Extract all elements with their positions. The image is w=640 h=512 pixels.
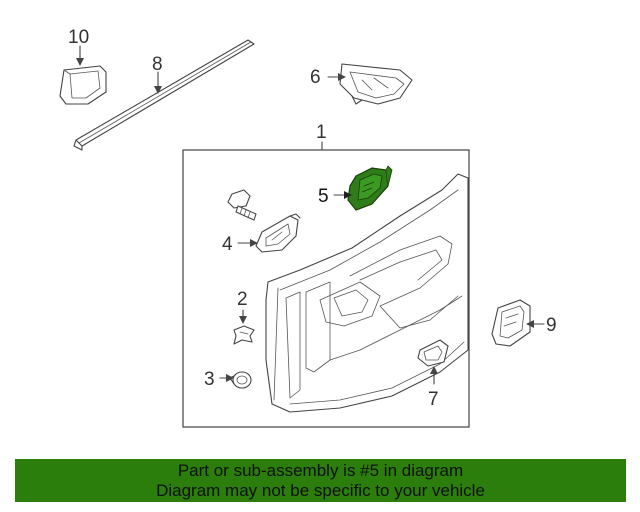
leader-10-arrow	[76, 58, 84, 66]
leader-7-arrow	[430, 366, 438, 374]
callout-2[interactable]: 2	[237, 289, 248, 310]
callout-1[interactable]: 1	[316, 122, 327, 143]
banner-line-1: Part or sub-assembly is #5 in diagram	[177, 461, 464, 480]
callout-5[interactable]: 5	[318, 186, 329, 207]
callout-10[interactable]: 10	[68, 27, 89, 48]
part-1-door-trim-panel[interactable]	[265, 173, 469, 413]
leader-2-arrow	[239, 316, 247, 324]
leader-4-arrow	[250, 239, 258, 247]
part-8-belt-moulding[interactable]	[73, 39, 255, 151]
door-trim-assembly-box	[182, 149, 470, 428]
part-4-inside-handle[interactable]	[255, 213, 301, 253]
part-6-mirror-garnish[interactable]	[339, 63, 413, 105]
part-2-clip[interactable]	[233, 325, 255, 345]
callout-3[interactable]: 3	[204, 369, 215, 390]
leader-6-arrow	[338, 73, 346, 81]
part-9-bracket[interactable]	[491, 299, 531, 347]
exploded-parts-diagram: 10 8 6 1	[59, 27, 557, 428]
callout-7[interactable]: 7	[428, 389, 439, 410]
leader-5-arrow	[344, 191, 352, 199]
part-10-corner-cover[interactable]	[59, 65, 107, 105]
info-banner: Part or sub-assembly is #5 in diagram Di…	[15, 459, 626, 502]
part-3-fastener[interactable]	[229, 371, 252, 389]
callout-9[interactable]: 9	[546, 315, 557, 336]
callout-6[interactable]: 6	[310, 67, 321, 88]
part-5-power-window-switch-bezel[interactable]	[347, 165, 393, 211]
leader-8-arrow	[154, 86, 162, 94]
part-7-speaker-garnish[interactable]	[417, 339, 449, 367]
banner-line-2: Diagram may not be specific to your vehi…	[156, 481, 485, 500]
callout-8[interactable]: 8	[152, 54, 163, 75]
leader-9-arrow	[526, 320, 534, 328]
callout-4[interactable]: 4	[222, 234, 233, 255]
part-bolt[interactable]	[227, 189, 257, 221]
